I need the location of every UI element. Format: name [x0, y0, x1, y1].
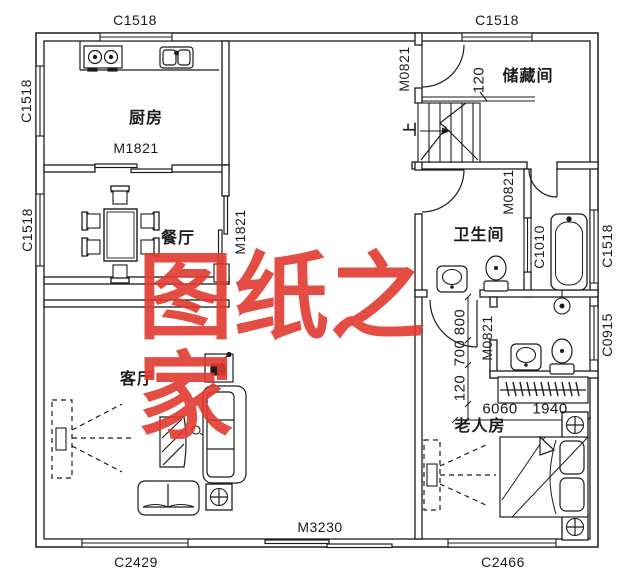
window-label-right-bathroom: C1518	[599, 224, 615, 268]
window-label-bottom-living: C2429	[114, 554, 158, 570]
door-glyphs	[94, 44, 558, 549]
chair	[81, 237, 101, 257]
loveseat	[137, 480, 200, 516]
tv-cabinet-bedroom	[423, 439, 496, 511]
bedroom-furniture	[423, 376, 592, 541]
bathtub-icon	[550, 213, 588, 291]
plant-stand-icon	[204, 351, 234, 383]
window-label-top-right: C1518	[475, 12, 519, 28]
window-label-bathroom-inner: C1010	[531, 225, 547, 269]
dim-700: 700	[451, 339, 469, 367]
window-label-bottom-bedroom: C2466	[481, 554, 525, 570]
ensuite-fixtures	[510, 290, 575, 375]
stairs-up-arrow	[420, 127, 450, 135]
double-bed	[499, 435, 589, 518]
window-label-right-ensuite: C0915	[599, 313, 615, 357]
tv-icon	[55, 427, 67, 451]
door-bathroom-swing	[421, 169, 465, 213]
dim-120: 120	[451, 374, 469, 402]
door-entry-sliding	[264, 539, 393, 549]
door-label-dining: M1821	[232, 209, 248, 255]
door-kitchen-sliding	[94, 163, 173, 174]
stairs-dim-arrow	[479, 91, 488, 102]
window-right-bathroom	[589, 209, 599, 284]
nightstand-icon	[561, 513, 589, 541]
stove-icon	[83, 45, 123, 72]
chair	[110, 185, 130, 205]
window-top-left	[99, 32, 173, 42]
wardrobe	[497, 376, 589, 404]
window-bathroom-inner	[523, 217, 532, 273]
window-right-ensuite	[589, 305, 599, 361]
door-label-entry: M3230	[297, 519, 343, 535]
dimension-chain	[464, 293, 472, 418]
window-glyphs	[35, 32, 599, 548]
door-label-kitchen: M1821	[113, 140, 159, 156]
kitchen-fixtures	[79, 41, 219, 72]
window-bottom-living	[81, 538, 189, 548]
sink-icon	[436, 265, 468, 293]
dining-set	[81, 185, 160, 284]
stairs	[417, 91, 535, 163]
door-ensuite-swing	[429, 299, 478, 348]
bathroom-fixtures	[436, 213, 588, 293]
stairs-landing-dim: 120	[470, 66, 488, 94]
tv-cabinet-living	[51, 399, 135, 479]
dim-800: 800	[451, 308, 469, 336]
dim-bed: 1940	[532, 400, 568, 418]
window-label-top-left: C1518	[113, 12, 157, 28]
sink-icon	[510, 343, 542, 371]
door-tub-alcove-swing	[528, 168, 558, 198]
door-label-ensuite: M0821	[479, 315, 495, 361]
room-label-living: 客厅	[119, 371, 155, 388]
toilet-icon	[549, 338, 575, 375]
room-label-dining: 餐厅	[160, 230, 196, 247]
dim-closet: 6060	[482, 400, 518, 418]
shower-drain-icon	[553, 290, 571, 315]
door-dining-sliding	[213, 195, 230, 283]
chair	[140, 211, 160, 231]
sofa-main	[202, 385, 247, 484]
window-left-lower	[35, 193, 45, 267]
side-table-icon	[205, 483, 233, 511]
room-label-bathroom: 卫生间	[453, 227, 505, 244]
coffee-table	[159, 416, 187, 468]
room-label-kitchen: 厨房	[128, 110, 164, 127]
chair	[140, 237, 160, 257]
stairs-up-label: 上	[402, 121, 418, 137]
door-label-storage: M0821	[396, 46, 412, 92]
window-left-upper	[35, 65, 45, 137]
toilet-icon	[483, 255, 509, 292]
room-label-elder-bedroom: 老人房	[454, 418, 506, 435]
kitchen-sink-icon	[159, 46, 194, 69]
window-top-right	[461, 32, 533, 42]
chair	[81, 211, 101, 231]
window-bottom-bedroom	[447, 538, 557, 548]
tv-icon	[426, 463, 438, 487]
room-label-storage: 储藏间	[502, 68, 554, 85]
chair	[110, 264, 130, 284]
window-label-left-upper: C1518	[18, 79, 34, 123]
living-furniture	[51, 351, 247, 516]
door-label-bathroom: M0821	[500, 169, 516, 215]
door-storage-swing	[421, 44, 465, 88]
window-label-left-lower: C1518	[19, 208, 35, 252]
